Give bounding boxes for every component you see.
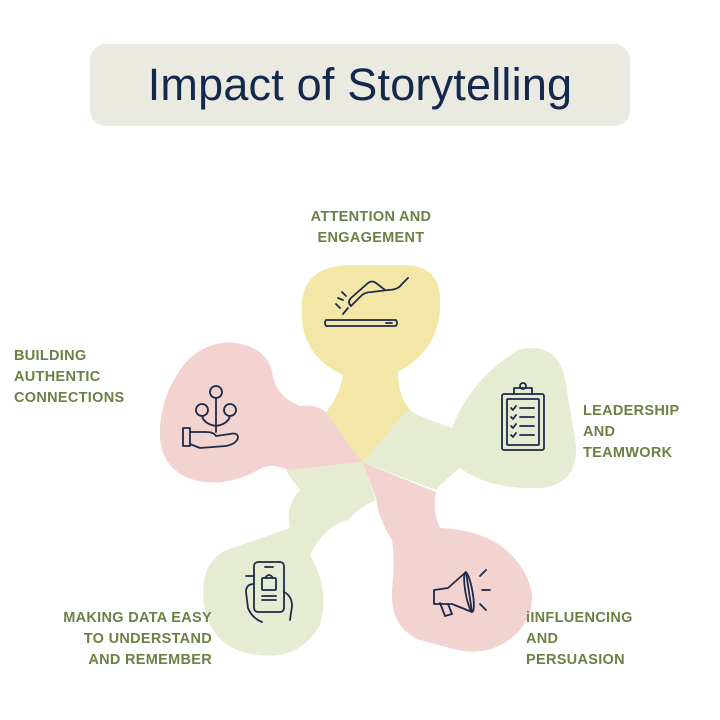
label-building-connections: BUILDING AUTHENTIC CONNECTIONS	[14, 348, 125, 406]
clipboard-checklist-icon	[501, 382, 545, 451]
label-influencing-persuasion: iINFLUENCING AND PERSUASION	[526, 610, 633, 668]
label-making-data-easy: MAKING DATA EASY TO UNDERSTAND AND REMEM…	[63, 610, 212, 668]
hand-tapping-icon	[324, 277, 409, 327]
petal-attention	[301, 265, 441, 462]
petal-making-data	[203, 462, 376, 656]
label-attention-engagement: ATTENTION AND ENGAGEMENT	[310, 209, 432, 246]
page-title: Impact of Storytelling	[147, 59, 573, 110]
label-leadership-teamwork: LEADERSHIP AND TEAMWORK	[583, 403, 680, 461]
petal-influencing	[362, 462, 533, 652]
phone-in-hand-icon	[245, 561, 293, 623]
title-box: Impact of Storytelling	[90, 44, 630, 126]
hand-money-plant-icon	[182, 385, 239, 449]
megaphone-icon	[433, 569, 491, 617]
